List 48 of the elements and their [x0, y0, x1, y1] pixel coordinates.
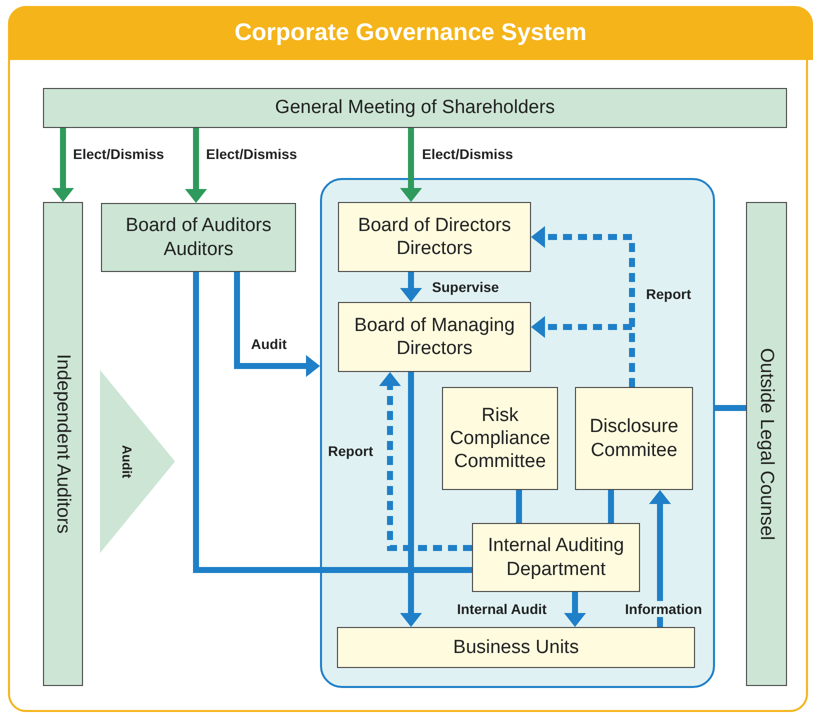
node-label: Independent Auditors — [52, 354, 75, 534]
dashed-arrow — [379, 372, 472, 551]
process-box — [337, 627, 695, 668]
process-box — [442, 387, 558, 490]
connector-line — [608, 490, 614, 523]
node-label: Business Units — [453, 636, 579, 660]
node-label: General Meeting of Shareholders — [275, 96, 555, 120]
node-label: Audit — [118, 444, 134, 478]
node-label: Internal Auditing Department — [486, 534, 626, 581]
arrow — [52, 128, 74, 202]
label-box — [101, 203, 296, 272]
arrow — [234, 272, 320, 377]
process-box — [338, 202, 531, 272]
node-label: Risk Compliance Committee — [448, 404, 552, 474]
node-label: Board of Managing Directors — [353, 314, 516, 360]
connector-line — [193, 272, 472, 573]
process-box — [472, 523, 640, 592]
node-label: Directors — [396, 237, 472, 260]
arrow — [400, 372, 422, 627]
connector-line — [715, 405, 746, 411]
edge-label: Elect/Dismiss — [72, 146, 166, 162]
edge-label: Audit — [250, 336, 288, 352]
label-box — [43, 202, 83, 686]
edge-label: Report — [327, 443, 374, 459]
edge-label: Report — [645, 286, 692, 302]
node-label: Outside Legal Counsel — [755, 348, 778, 540]
connector-line — [516, 490, 522, 523]
process-box — [338, 302, 531, 372]
edge-label: Supervise — [431, 279, 500, 295]
label-box — [43, 88, 787, 128]
node-label: Board of Auditors — [126, 214, 272, 238]
process-box — [575, 387, 693, 490]
triangle-shape — [100, 370, 175, 553]
node-label: Board of Directors — [358, 214, 512, 237]
arrow — [564, 592, 586, 627]
arrow — [400, 272, 422, 302]
edge-label: Information — [624, 601, 703, 617]
edge-label: Elect/Dismiss — [205, 146, 298, 162]
group-panel — [320, 178, 715, 688]
node-label: Disclosure Commitee — [588, 415, 680, 462]
arrow — [649, 490, 671, 627]
node-label: Auditors — [164, 238, 234, 261]
label-box — [746, 202, 787, 686]
title: Corporate Governance System — [234, 19, 587, 47]
edge-label: Internal Audit — [456, 601, 548, 617]
arrow — [185, 128, 207, 203]
edge-label: Elect/Dismiss — [421, 146, 514, 162]
arrow — [400, 128, 422, 202]
